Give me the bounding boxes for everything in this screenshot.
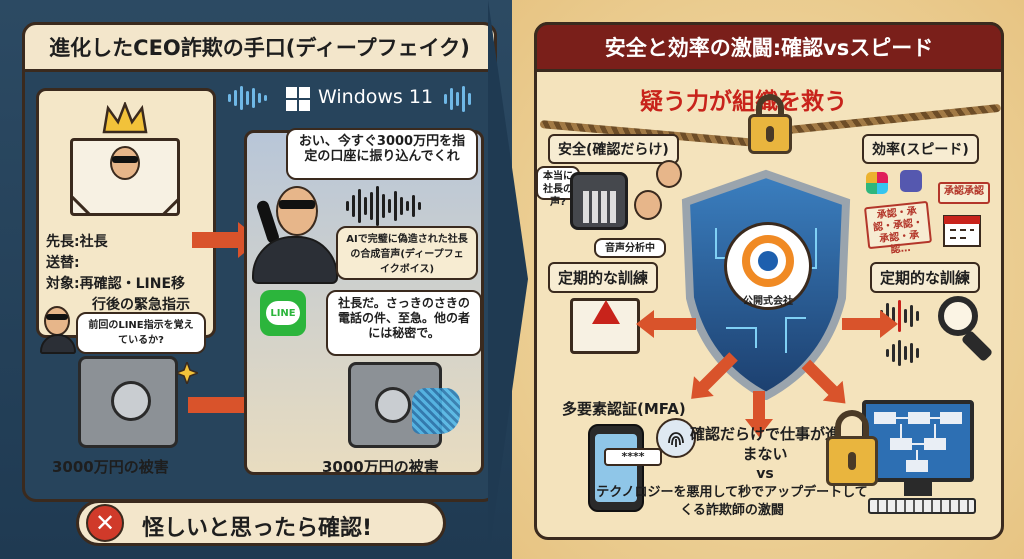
password-field: **** xyxy=(604,448,662,466)
training-label-right: 定期的な訓練 xyxy=(870,262,981,293)
audio-wave-icon xyxy=(886,340,919,366)
fraudster-battle-text: テクノロジーを悪用して秒でアップデートしてくる詐欺師の激闘 xyxy=(596,485,868,518)
company-name: 公開式会社 xyxy=(743,296,793,307)
line-message-speech: 社長だ。さっきのさきの電話の件、至急。他の者には秘密で。 xyxy=(326,290,482,356)
x-mark-icon: ✕ xyxy=(86,504,124,542)
company-logo-icon xyxy=(724,222,812,310)
target-line-continued: 行後の緊急指示 xyxy=(92,297,190,313)
smartphone-icon xyxy=(588,424,644,512)
open-safe-icon xyxy=(348,362,442,448)
training-label-left: 定期的な訓練 xyxy=(548,262,659,293)
voice-analysis-bubble: 音声分析中 xyxy=(594,238,666,258)
ceo-face-icon xyxy=(110,146,140,180)
crown-icon xyxy=(102,102,148,134)
keyboard-icon xyxy=(868,498,976,514)
sunglasses-icon xyxy=(112,156,138,163)
arrow-right-icon xyxy=(192,222,260,258)
warning-banner-text: 怪しいと思ったら確認! xyxy=(142,516,373,541)
voice-wave-icon xyxy=(346,186,421,226)
warning-banner xyxy=(76,500,446,546)
caller-sunglasses-icon xyxy=(46,314,68,320)
fingerprint-icon xyxy=(656,418,696,458)
mfa-label: 多要素認証(MFA) xyxy=(562,400,686,418)
employee-face-icon xyxy=(656,160,682,188)
sound-wave-icon xyxy=(444,86,471,112)
line-reminder-speech: 前回のLINE指示を覚えているか? xyxy=(76,312,206,354)
damage-amount-right: 3000万円の被害 xyxy=(322,458,439,476)
fraud-call-speech: おい、今すぐ3000万円を指定の口座に振り込んでくれ xyxy=(286,128,478,180)
desk-phone-icon xyxy=(570,172,628,230)
employee-face-icon xyxy=(634,190,662,220)
email-details: 先長:社長 送替: 対象:再確認・LINE移 行後の緊急指示 xyxy=(46,232,206,316)
right-panel-title: 安全と効率の激闘:確認vsスピード xyxy=(534,22,1004,72)
deepfake-ceo-face-icon xyxy=(276,186,318,236)
arrow-down-icon xyxy=(753,391,765,421)
versus-text: vs xyxy=(756,466,774,482)
slack-icon xyxy=(866,172,888,194)
approval-stamps: 承認・承認・承認・承認・承認… xyxy=(863,200,933,256)
monitor-stand-icon xyxy=(904,482,932,496)
spark-icon xyxy=(176,362,198,384)
sender-line: 先長:社長 xyxy=(46,234,108,250)
send-line: 送替: xyxy=(46,255,80,271)
efficiency-label: 効率(スピード) xyxy=(862,134,979,164)
windows-label: Windows 11 xyxy=(318,86,434,108)
damage-amount-left: 3000万円の被害 xyxy=(52,458,169,476)
windows-logo-icon xyxy=(286,87,310,111)
safety-label: 安全(確認だらけ) xyxy=(548,134,679,164)
monitor-icon xyxy=(862,400,974,482)
line-logo-text: LINE xyxy=(266,301,300,325)
approval-stamp-small: 承認承認 xyxy=(938,182,990,204)
deepfake-sunglasses-icon xyxy=(279,200,315,209)
teams-icon xyxy=(900,170,922,192)
calendar-icon xyxy=(943,215,981,247)
magnifier-icon xyxy=(938,296,978,336)
safe-icon xyxy=(78,356,178,448)
rope-title: 疑う力が組織を救う xyxy=(640,89,847,115)
sound-wave-icon xyxy=(228,86,267,110)
caller-face-icon xyxy=(44,306,70,336)
line-app-icon: LINE xyxy=(260,290,306,336)
digital-hand-icon xyxy=(412,388,460,434)
arrow-left-icon xyxy=(652,318,696,330)
arrow-right-icon xyxy=(842,310,898,338)
ai-voice-note: AIで完璧に偽造された社長の合成音声(ディープフェイクボイス) xyxy=(336,226,478,280)
too-many-checks-text: 確認だらけで仕事が進まない xyxy=(690,425,841,463)
warning-icon xyxy=(592,300,620,324)
panel-divider-chevron xyxy=(488,0,528,559)
target-line: 対象:再確認・LINE移 xyxy=(46,276,186,292)
left-panel-title: 進化したCEO詐欺の手口(ディープフェイク) xyxy=(22,22,497,72)
